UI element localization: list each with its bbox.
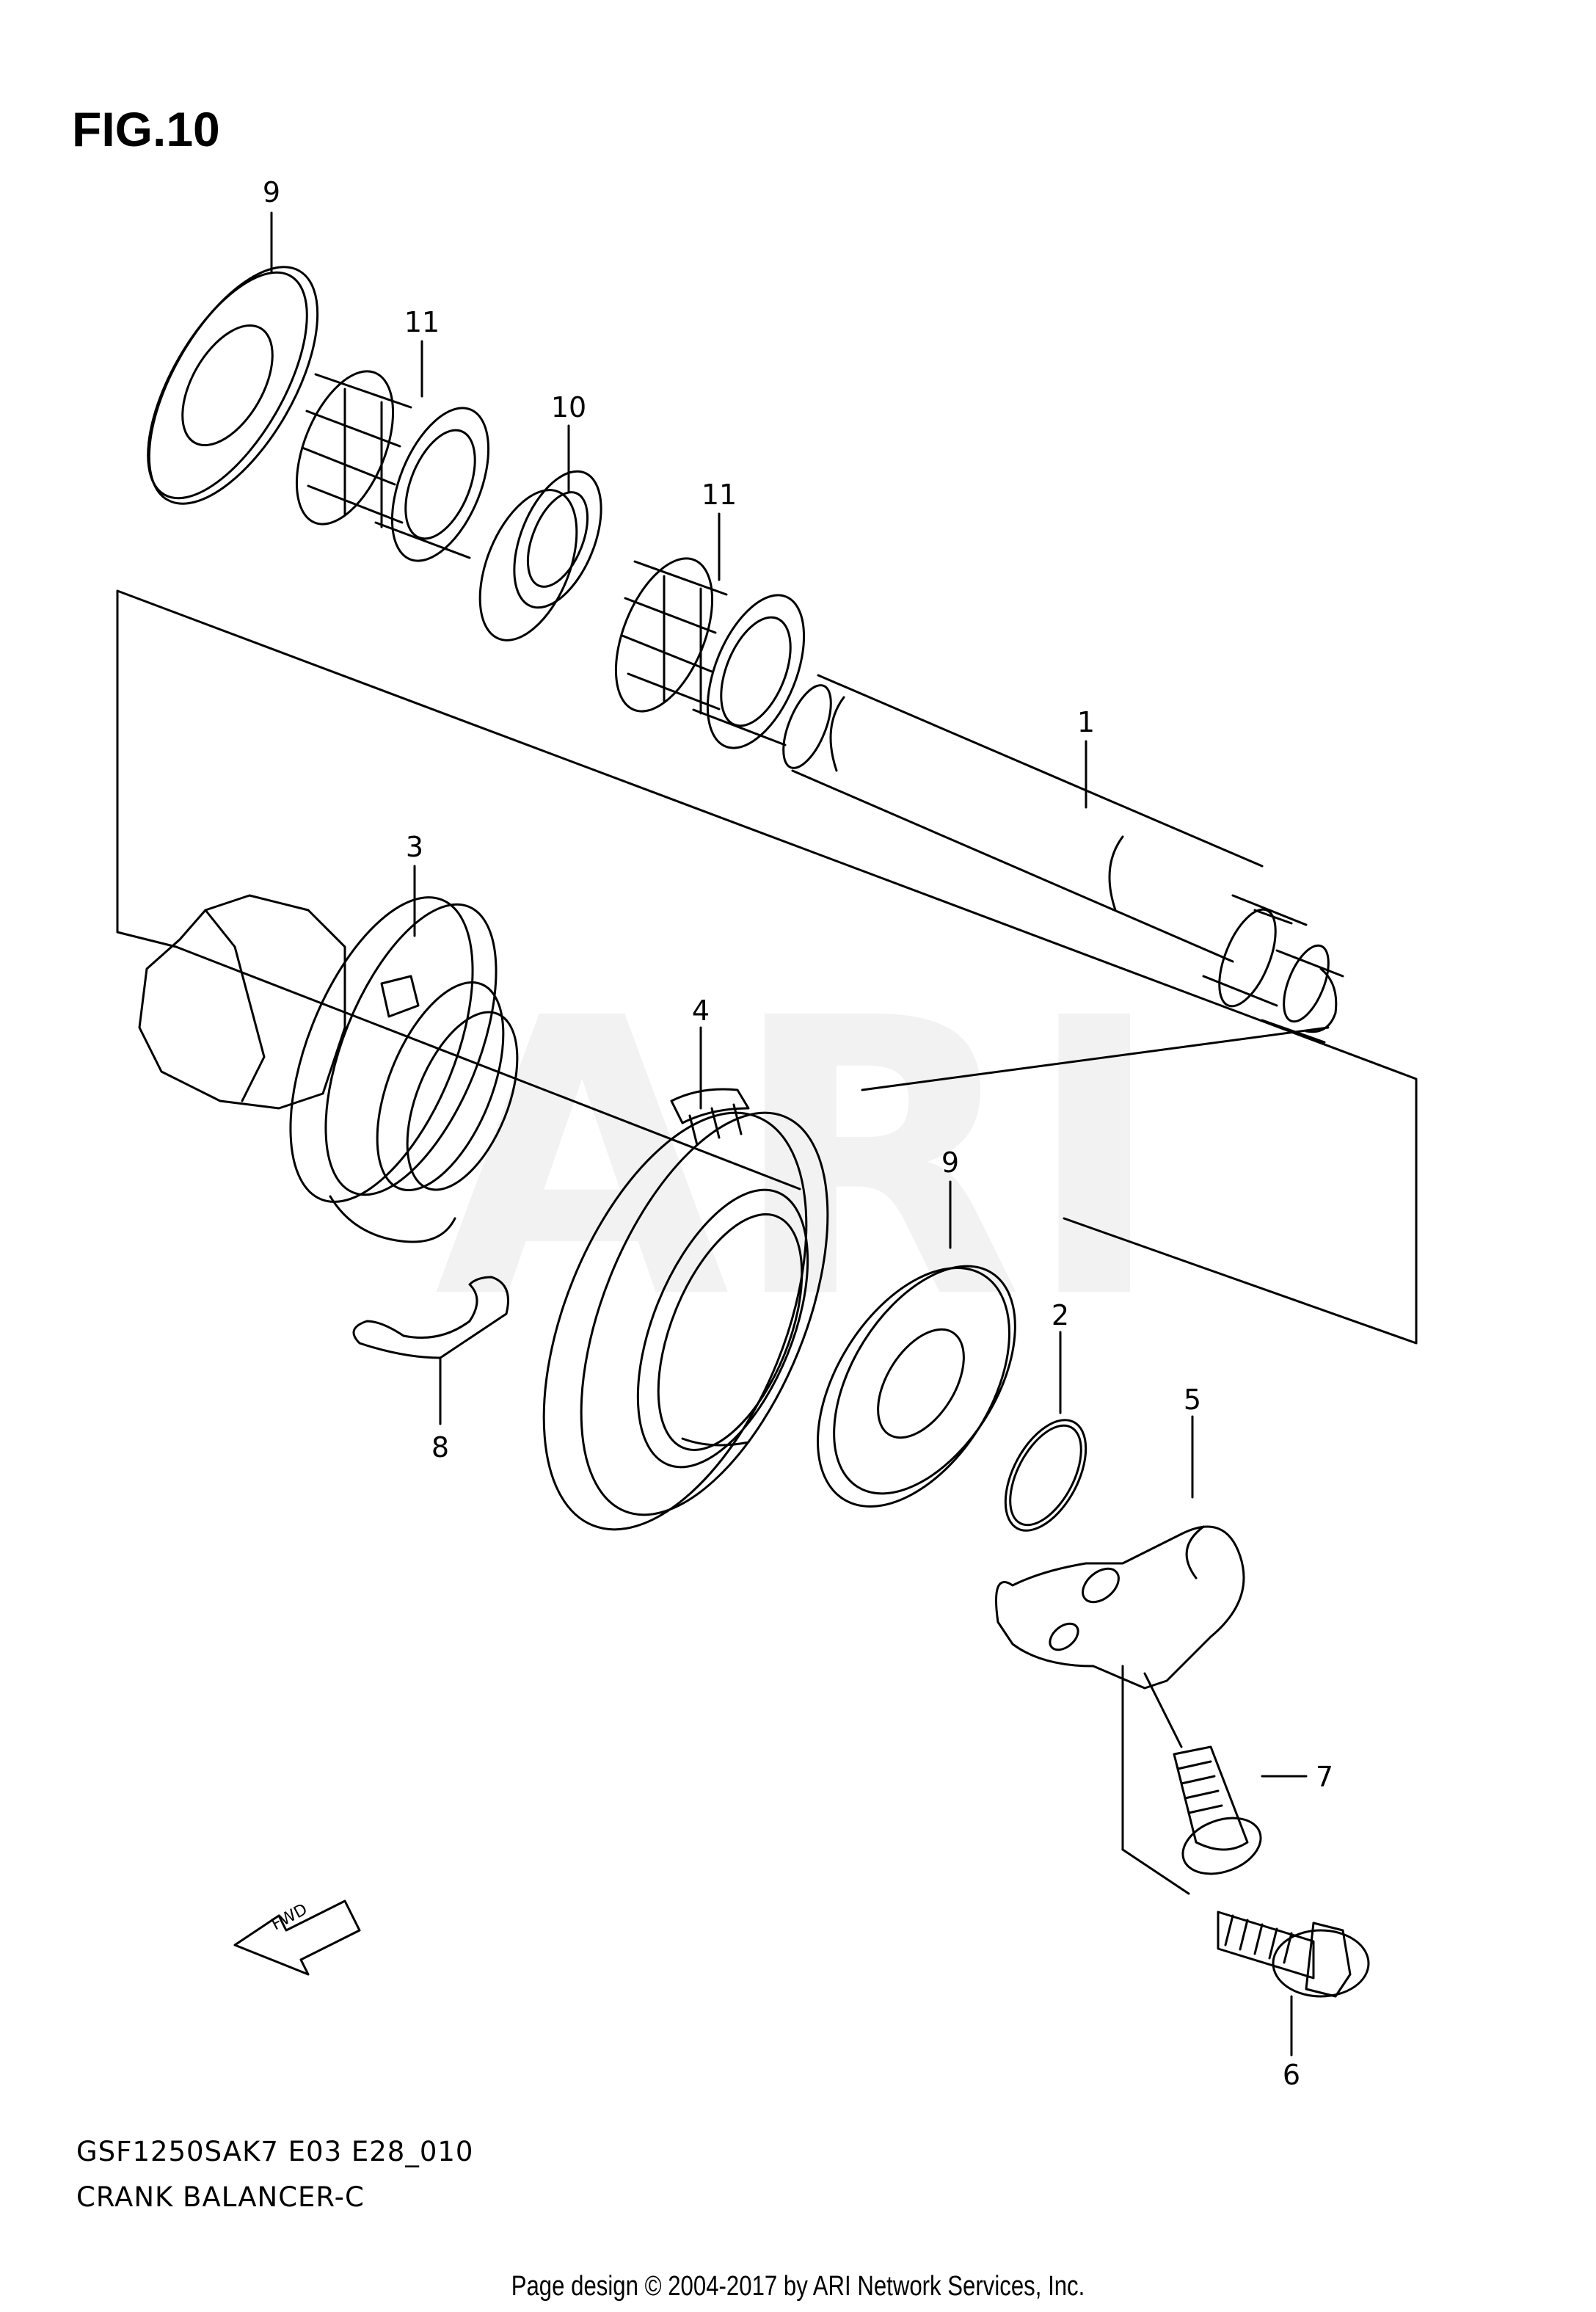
- bearing-right: [614, 557, 806, 749]
- part-number-o-ring: 2: [1052, 1299, 1069, 1331]
- part-number-bolt-6: 6: [1283, 2059, 1300, 2091]
- part-number-bearing-right: 11: [702, 479, 737, 511]
- balancer-shaft: [782, 674, 1344, 1044]
- part-number-spacer: 10: [551, 391, 586, 423]
- part-number-shaft: 1: [1077, 706, 1095, 738]
- copyright-notice: Page design © 2004-2017 by ARI Network S…: [511, 2271, 1085, 2302]
- part-number-washer-top: 9: [263, 176, 280, 208]
- figure-title: FIG.10: [72, 102, 220, 156]
- model-code: GSF1250SAK7 E03 E28_010: [76, 2136, 474, 2167]
- spacer: [478, 470, 602, 641]
- washer-mid: [817, 1265, 1016, 1508]
- assembly-outline: [116, 589, 1418, 1345]
- leader-lines: [270, 211, 1308, 2057]
- bolt-6: [1217, 1911, 1370, 1998]
- diagram-name: CRANK BALANCER-C: [76, 2181, 365, 2213]
- balancer-housing: [138, 894, 519, 1243]
- part-number-housing: 3: [406, 831, 423, 863]
- bolt-7: [1173, 1745, 1262, 1875]
- part-number-lever: 5: [1184, 1384, 1201, 1416]
- lever: [995, 1525, 1245, 1690]
- balancer-gear: [542, 1088, 829, 1531]
- washer-top: [147, 266, 319, 505]
- part-number-bearing-left: 11: [404, 306, 440, 338]
- o-ring: [1004, 1419, 1087, 1532]
- watermark-text: ARI: [434, 937, 1165, 1382]
- bearing-left: [295, 370, 490, 562]
- part-number-washer-mid: 9: [941, 1146, 959, 1179]
- part-number-clip: 8: [431, 1431, 449, 1464]
- fwd-arrow-icon: [233, 1900, 361, 1976]
- part-number-bolt-7: 7: [1316, 1761, 1333, 1793]
- clip: [352, 1276, 509, 1359]
- part-number-gear: 4: [692, 995, 710, 1027]
